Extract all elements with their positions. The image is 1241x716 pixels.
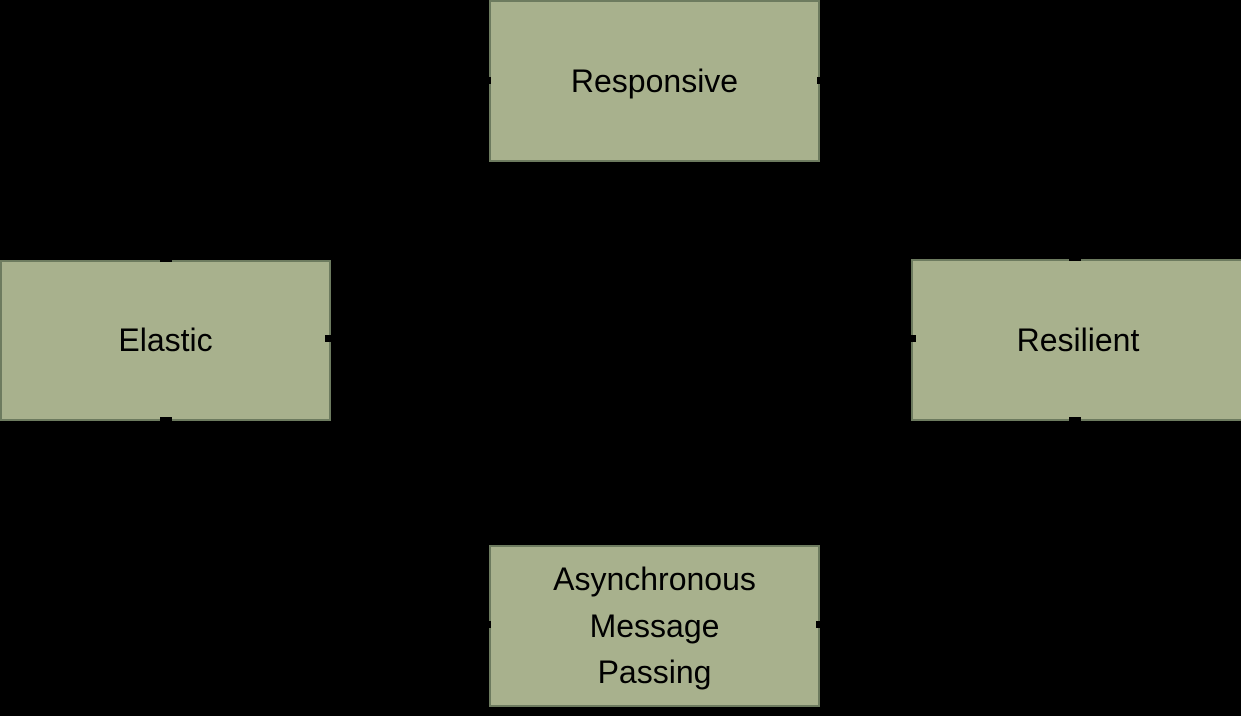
arrow-tip (1069, 254, 1081, 261)
arrow-tip (160, 255, 172, 262)
arrow-tip (484, 77, 491, 84)
arrow-tip (484, 621, 491, 628)
arrow-tip (816, 621, 823, 628)
async-label-line-2: Message (589, 607, 720, 644)
node-responsive-label: Responsive (570, 62, 739, 99)
async-label-line-3: Passing (597, 654, 712, 691)
node-asynchronous-message-passing-label: Asynchronous Message Passing (553, 556, 756, 695)
arrow-tip (909, 335, 916, 342)
node-resilient-label: Resilient (1016, 321, 1140, 358)
node-elastic: Elastic (0, 260, 331, 421)
arrow-tip (1069, 417, 1081, 424)
async-label-line-1: Asynchronous (553, 561, 756, 598)
node-asynchronous-message-passing: Asynchronous Message Passing (489, 545, 820, 707)
node-responsive: Responsive (489, 0, 820, 162)
node-elastic-label: Elastic (118, 322, 213, 359)
arrow-tip (817, 77, 824, 84)
arrow-tip (325, 335, 332, 342)
node-resilient: Resilient (911, 259, 1241, 421)
arrow-tip (160, 417, 172, 424)
